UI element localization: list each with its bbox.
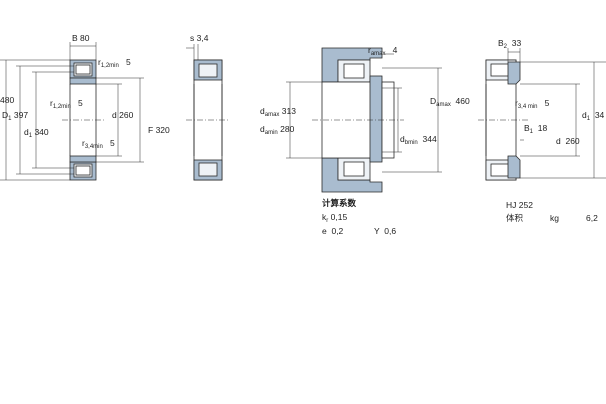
r34-ring-label: r3,4 min 5 — [515, 98, 550, 110]
outer-diameter-label: 480 — [0, 95, 15, 105]
mounting-view — [286, 47, 442, 193]
ring-bore-label: d 260 — [556, 136, 580, 146]
raceway-f-label: F 320 — [148, 125, 170, 135]
angle-ring-designation: HJ 252 — [506, 200, 533, 210]
kr-factor: kr 0,15 — [322, 212, 348, 224]
shoulder-d1-label: d1 340 — [24, 127, 49, 139]
volume-label: 体积 — [506, 213, 524, 223]
bearing-section-view — [0, 42, 144, 181]
ring-d1-label: d1 34 — [582, 110, 605, 122]
housing-Damax-label: Damax 460 — [430, 96, 470, 108]
chamfer-r34-label: r3,4min 5 — [82, 138, 115, 150]
b1-label: B1 18 — [524, 123, 548, 135]
calc-factors-title: 计算系数 — [322, 198, 357, 208]
dbmin-label: dbmin 344 — [400, 134, 437, 146]
damax-label: damax 313 — [260, 106, 296, 118]
y-factor: Y 0,6 — [374, 226, 397, 236]
bore-label: d 260 — [112, 110, 134, 120]
b2-label: B2 33 — [498, 38, 522, 50]
d1-outer-label: D1 397 — [2, 110, 29, 122]
chamfer-r12-label: r1,2min 5 — [98, 57, 131, 69]
chamfer-r12b-label: r1,2min 5 — [50, 98, 83, 110]
mass-value: 6,2 — [586, 213, 598, 223]
damin-label: damin 280 — [260, 124, 295, 136]
ramax-label: ramax 4 — [368, 45, 398, 57]
axial-s-label: s 3,4 — [190, 33, 209, 43]
e-factor: e 0,2 — [322, 226, 344, 236]
side-view — [186, 44, 230, 181]
mass-unit: kg — [550, 213, 559, 223]
width-label: B 80 — [72, 33, 90, 43]
angle-ring-view — [478, 48, 606, 181]
